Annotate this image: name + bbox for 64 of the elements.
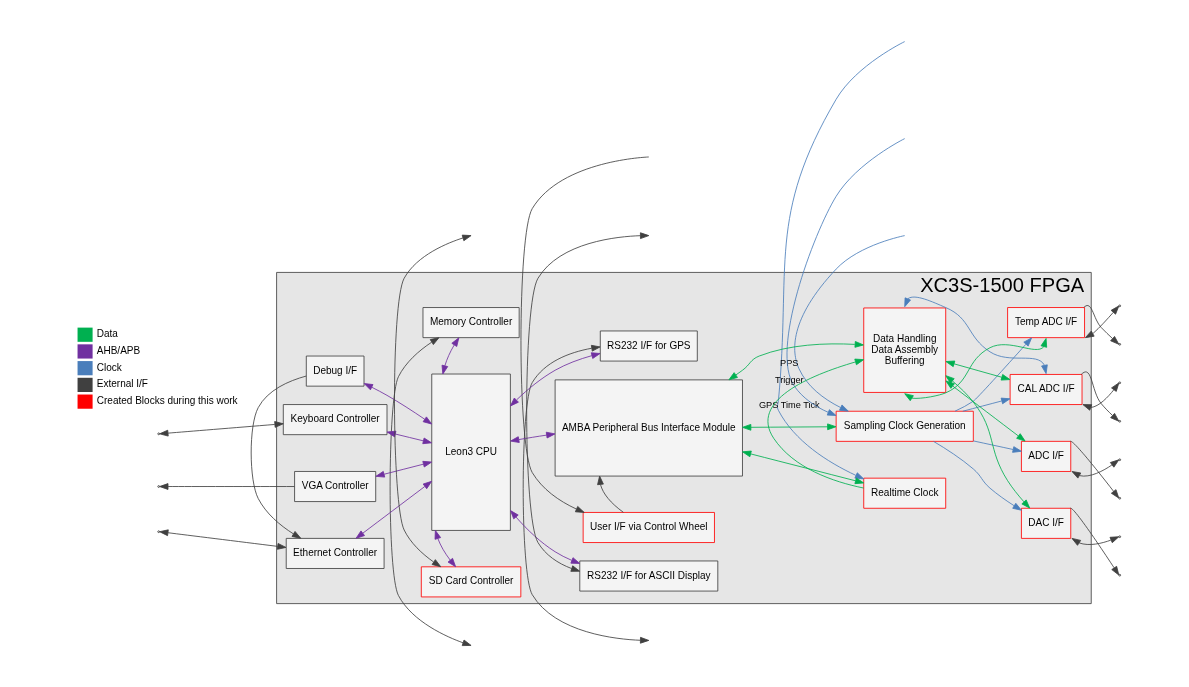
arrow [394, 234, 472, 568]
arrow [933, 440, 1022, 511]
legend-label: Clock [96, 361, 122, 373]
arrow [355, 480, 433, 539]
node-box: RS232 I/F for GPS [599, 330, 698, 362]
edge-label: Trigger [774, 375, 804, 386]
node-box: RS232 I/F for ASCII Display [579, 560, 719, 592]
arrow [389, 337, 472, 646]
node-box: Realtime Clock [863, 477, 947, 509]
arrow [1069, 440, 1120, 499]
arrow [904, 296, 1048, 375]
arrow [728, 341, 864, 381]
arrow [386, 430, 432, 445]
arrow [597, 475, 624, 513]
node-box: Debug I/F [305, 355, 365, 387]
arrow [954, 337, 1032, 412]
arrow [1082, 382, 1120, 411]
arrow [510, 510, 581, 564]
node-box: User I/F via Control Wheel [582, 512, 715, 543]
arrow [962, 397, 1011, 412]
arrow [945, 360, 1011, 381]
arrow [742, 423, 837, 431]
node-box: Keyboard Controller [282, 404, 388, 436]
legend-label: Created Blocks during this work [96, 395, 238, 407]
arrow [904, 338, 1048, 402]
arrow [250, 375, 307, 539]
node-box: Leon3 CPU [431, 373, 511, 531]
legend-label: Data [96, 328, 118, 340]
node-box: Sampling Clock Generation [835, 410, 974, 442]
arrow [945, 380, 1026, 442]
edge-label: GPS Time Tick [758, 399, 820, 410]
arrow [159, 421, 284, 437]
legend-label: External I/F [96, 378, 148, 390]
arrow [1071, 459, 1120, 479]
arrow [742, 450, 865, 485]
node-box: CAL ADC I/F [1009, 374, 1083, 405]
arrow [767, 358, 865, 489]
node-box: SD Card Controller [420, 566, 522, 598]
node-box: AMBA Peripheral Bus Interface Module [554, 379, 743, 477]
arrow [520, 156, 650, 513]
node-box: Temp ADC I/F [1007, 307, 1085, 339]
arrow [510, 431, 556, 443]
arrow [375, 460, 433, 478]
arrow [510, 352, 601, 407]
arrow [1071, 536, 1120, 546]
arrow [794, 235, 906, 412]
node-box: Ethernet Controller [285, 537, 385, 569]
arrow [786, 138, 906, 416]
arrow [777, 41, 906, 485]
arrow [972, 440, 1022, 453]
arrow [159, 483, 295, 490]
legend-label: AHB/APB [96, 345, 141, 357]
arrow [434, 530, 457, 568]
arrow [522, 344, 650, 644]
node-box: Memory Controller [422, 307, 520, 339]
node-box: VGA Controller [294, 471, 377, 502]
arrow [526, 232, 650, 572]
arrow [945, 375, 1031, 509]
node-box: Data Handling Data Assembly Buffering [863, 307, 947, 393]
node-box: ADC I/F [1021, 440, 1072, 472]
arrow [363, 383, 433, 425]
node-box: DAC I/F [1021, 507, 1072, 539]
arrow [441, 337, 460, 375]
arrow [159, 529, 287, 550]
